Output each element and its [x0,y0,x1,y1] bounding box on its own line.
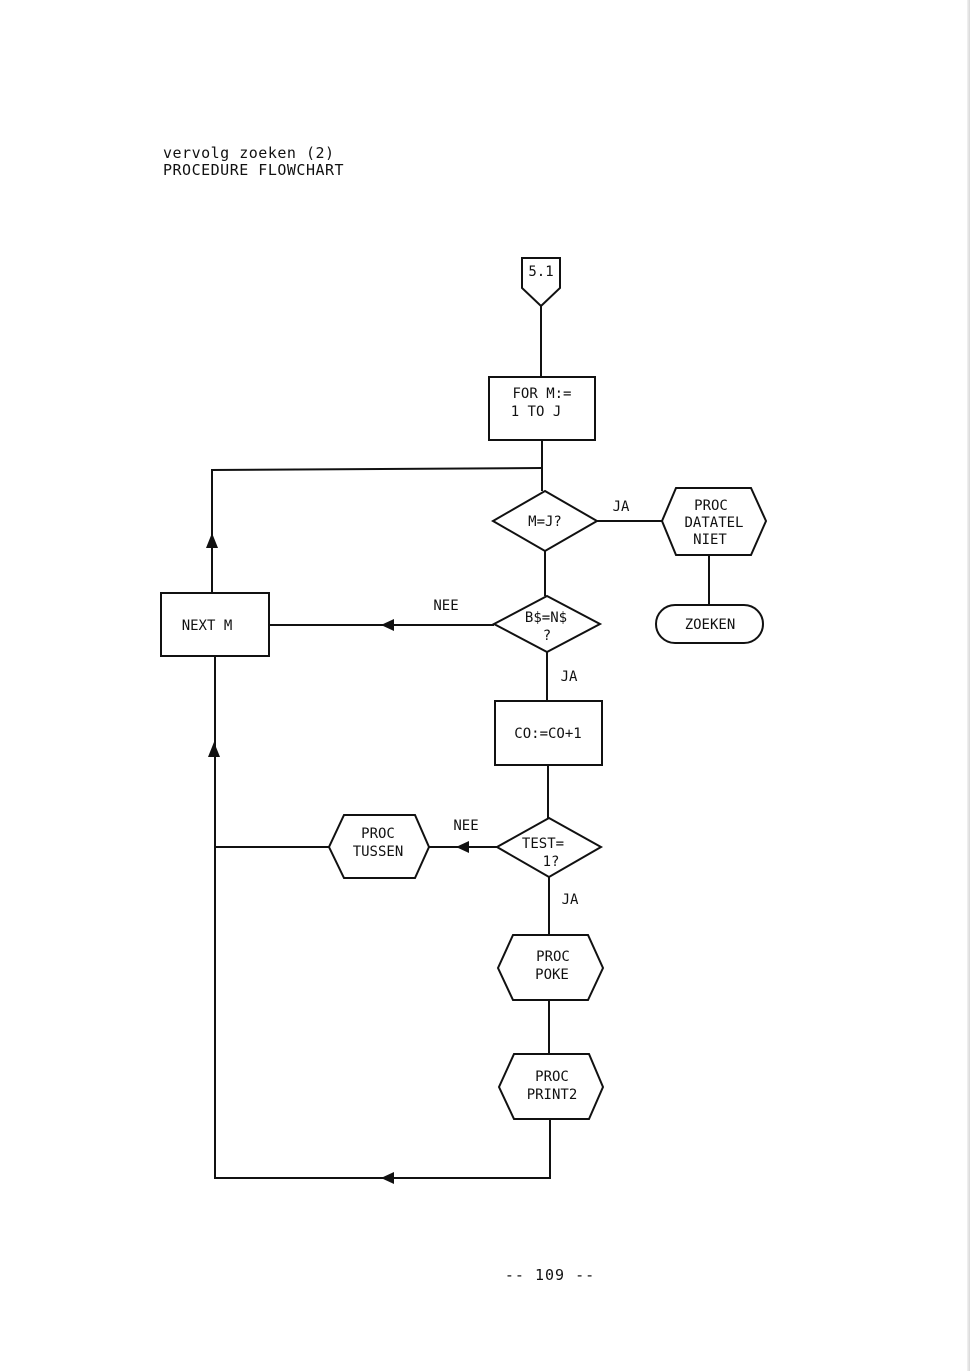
edge-label-ja: JA [562,892,579,908]
process-for-loop: FOR M:= 1 TO J [488,376,596,441]
arrow-left-icon [456,841,469,853]
tussen-line-1: PROC [361,826,395,842]
arrow-up-icon [208,742,220,757]
page-number: -- 109 -- [504,1266,596,1284]
decision-b-equals-n: B$=N$ ? [491,594,603,654]
page-heading: vervolg zoeken (2) PROCEDURE FLOWCHART [163,145,344,179]
decision-b-equals-n-line-2: ? [543,628,551,644]
proc-tussen: PROC TUSSEN [327,814,431,879]
for-loop-line-2: 1 TO J [511,404,562,420]
arrowheads [206,533,469,1184]
tussen-line-2: TUSSEN [353,844,404,860]
process-next-m: NEXT M [160,592,270,657]
co-increment-label: CO:=CO+1 [514,726,581,742]
terminator-zoeken: ZOEKEN [655,604,764,644]
arrow-left-icon [381,1172,394,1184]
proc-datatel-niet: PROC DATATEL NIET [660,487,768,556]
decision-test: TEST= 1? [494,816,604,879]
decision-b-equals-n-line-1: B$=N$ [525,610,567,626]
heading-line-2: PROCEDURE FLOWCHART [163,161,345,179]
datatel-line-1: PROC [694,498,728,514]
print2-line-1: PROC [535,1069,569,1085]
decision-m-equals-j: M=J? [490,489,600,553]
datatel-line-2: DATATEL [684,515,743,531]
arrow-up-icon [206,533,218,548]
zoeken-label: ZOEKEN [685,617,736,633]
edge-label-nee: NEE [453,818,478,834]
process-co-increment: CO:=CO+1 [494,700,603,766]
proc-poke: PROC POKE [496,934,605,1001]
line-loop-back [211,467,543,593]
next-m-label: NEXT M [182,618,233,634]
flow-lines [211,305,710,1179]
heading-line-1: vervolg zoeken (2) [163,144,335,162]
print2-line-2: PRINT2 [527,1087,578,1103]
decision-m-equals-j-label: M=J? [528,514,562,530]
decision-test-line-1: TEST= [522,836,564,852]
offpage-connector: 5.1 [521,257,561,308]
for-loop-line-1: FOR M:= [512,386,571,402]
decision-test-line-2: 1? [543,854,560,870]
connector-label: 5.1 [528,264,553,280]
edge-label-ja: JA [561,669,578,685]
page-edge [967,0,970,1371]
poke-line-1: PROC [536,949,570,965]
edge-label-nee: NEE [433,598,458,614]
proc-print2: PROC PRINT2 [497,1053,605,1120]
datatel-line-3: NIET [693,532,727,548]
edge-label-ja: JA [613,499,630,515]
arrow-left-icon [381,619,394,631]
poke-line-2: POKE [535,967,569,983]
